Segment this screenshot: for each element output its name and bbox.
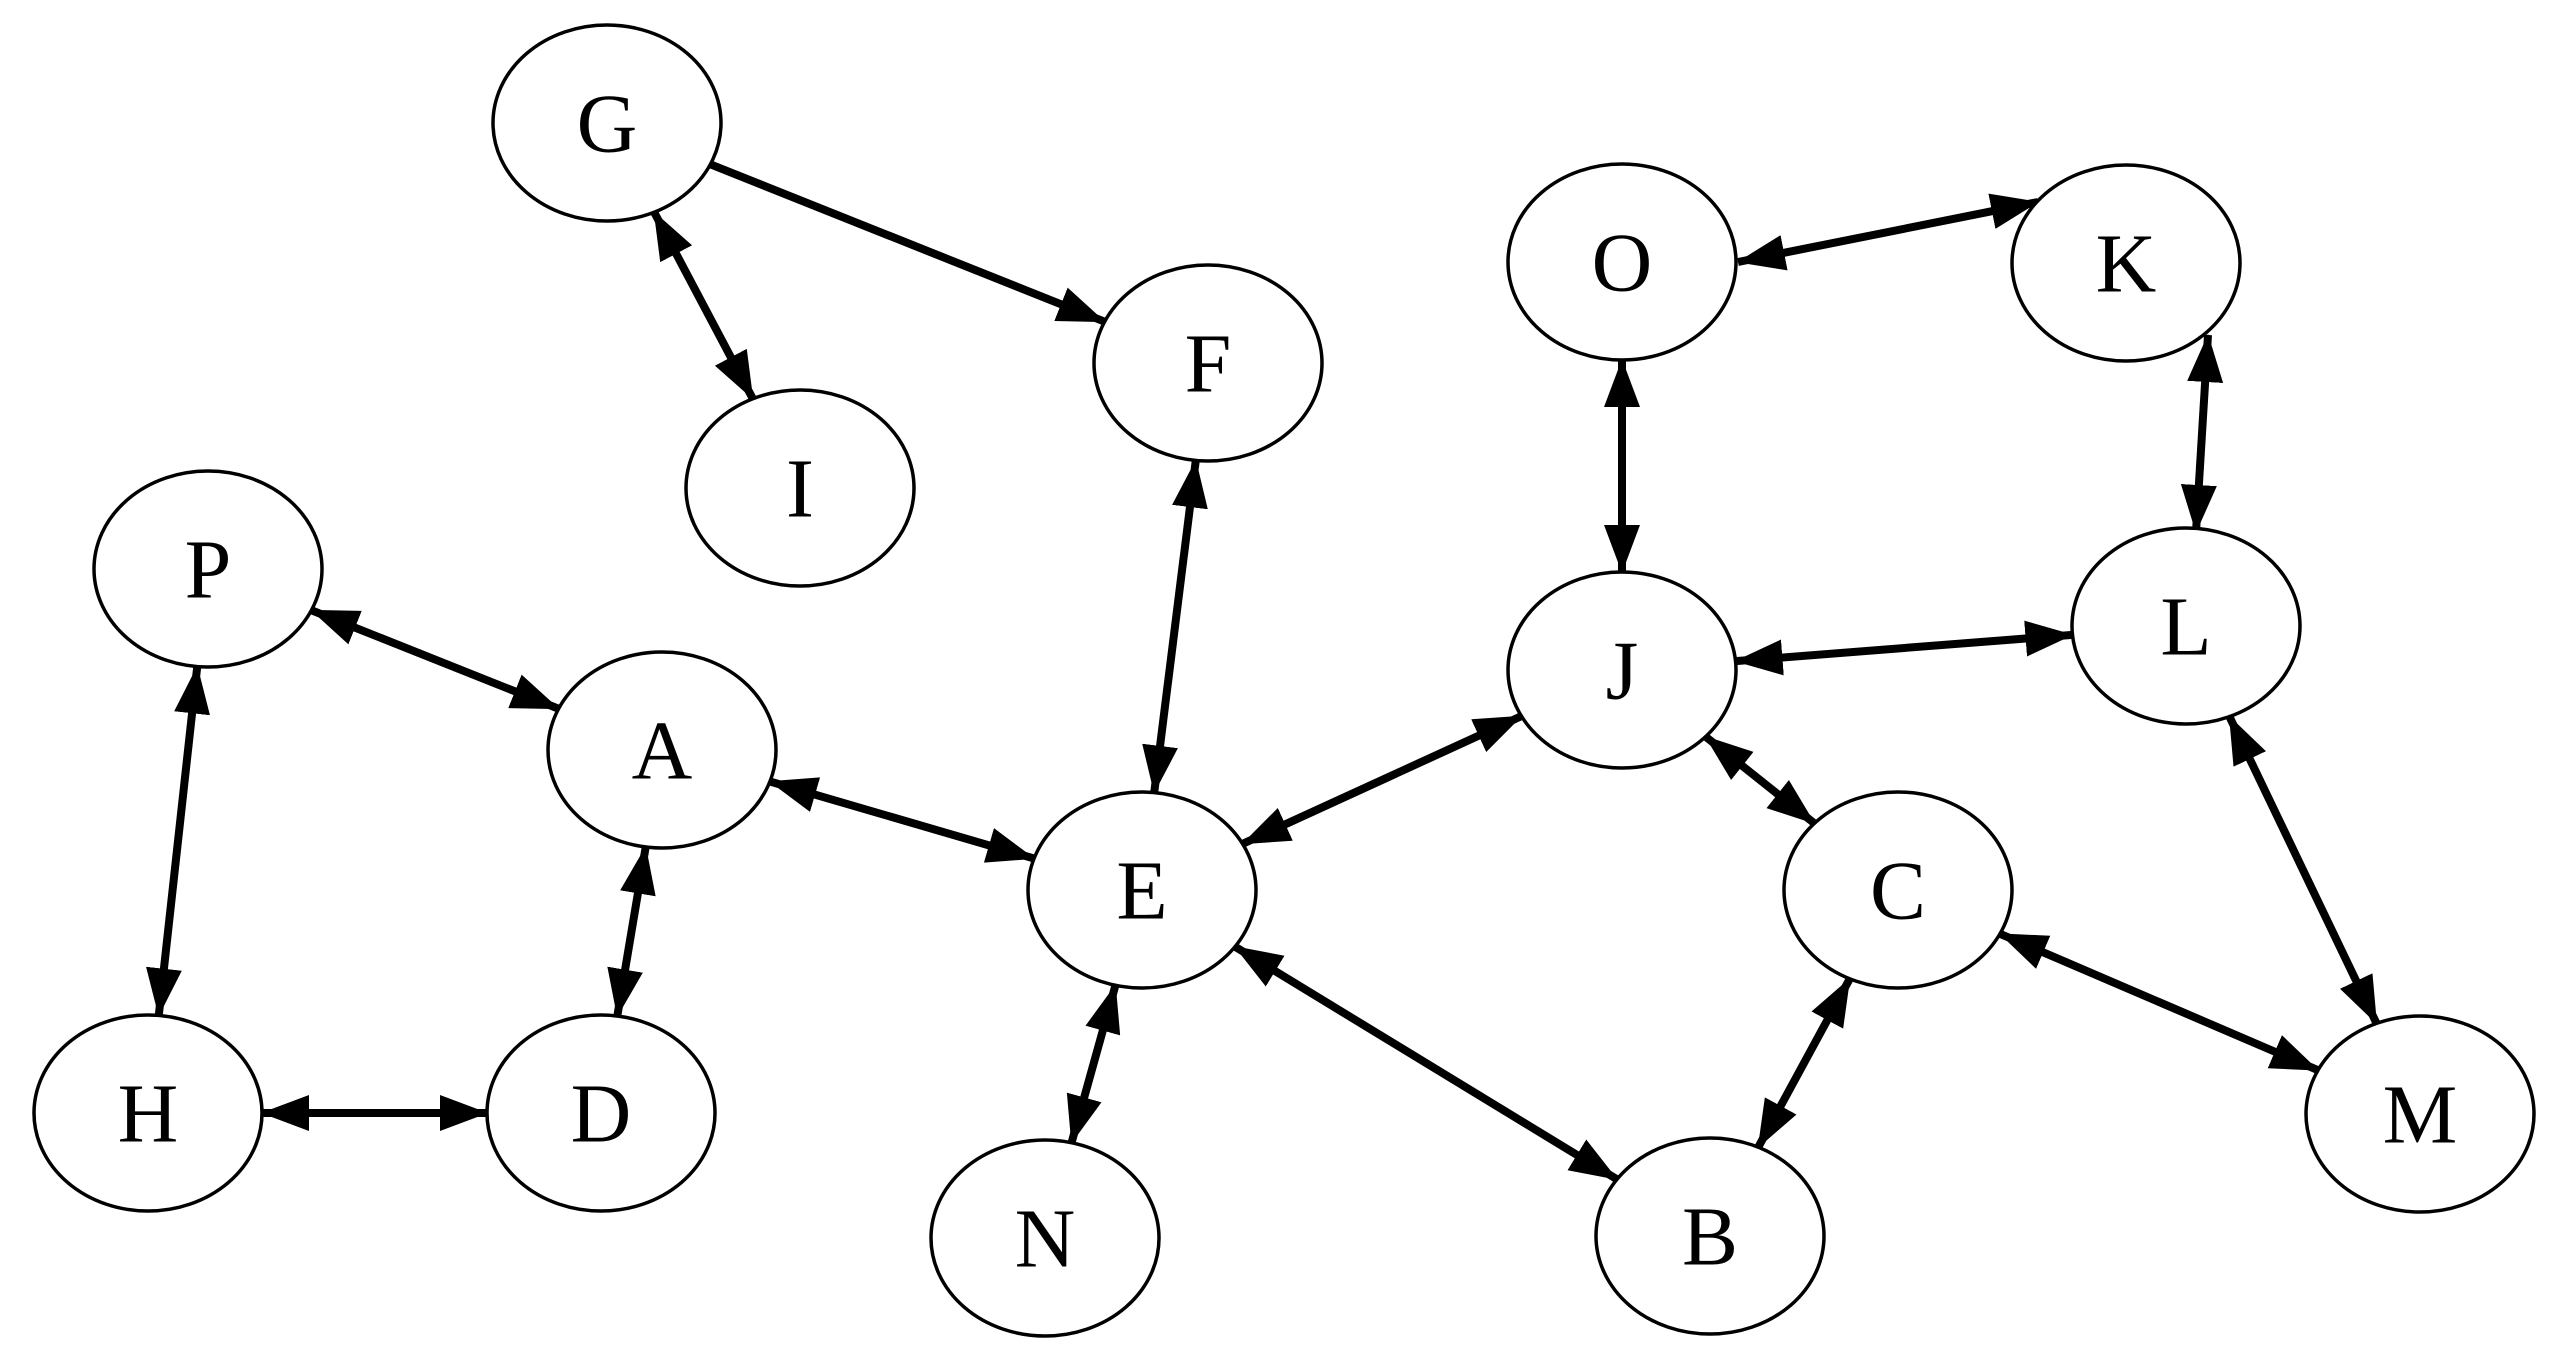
node-ellipse-D [485, 1013, 717, 1213]
edge-L-M [2225, 714, 2381, 1026]
node-ellipse-F [1092, 263, 1324, 463]
node-ellipse-C [1782, 790, 2014, 990]
node-ellipse-O [1506, 162, 1738, 362]
edge-O-K [1737, 193, 2039, 271]
node-label-O: O [1592, 217, 1653, 310]
node-label-L: L [2160, 581, 2211, 674]
node-ellipse-G [491, 23, 723, 223]
edge-C-M [1998, 930, 2320, 1074]
node-ellipse-J [1506, 570, 1738, 770]
nodes-layer: G I F O K P A J L E C H D N B M [32, 23, 2536, 1338]
node-label-J: J [1606, 625, 1639, 718]
node-ellipse-M [2304, 1014, 2536, 1214]
node-F: F [1092, 263, 1324, 463]
node-ellipse-H [32, 1013, 264, 1213]
node-ellipse-P [92, 469, 324, 669]
node-ellipse-B [1594, 1136, 1826, 1336]
node-label-D: D [571, 1068, 632, 1161]
node-label-A: A [632, 705, 693, 798]
node-H: H [32, 1013, 264, 1213]
edge-B-C [1754, 976, 1854, 1150]
node-N: N [929, 1138, 1161, 1338]
edge-P-A [309, 606, 561, 713]
node-label-F: F [1185, 318, 1232, 411]
node-G: G [491, 23, 723, 223]
node-label-M: M [2383, 1069, 2458, 1162]
node-ellipse-N [929, 1138, 1161, 1338]
edge-G-F [708, 160, 1107, 326]
node-J: J [1506, 570, 1738, 770]
node-E: E [1026, 790, 1258, 990]
node-A: A [546, 650, 778, 850]
node-label-I: I [786, 443, 814, 536]
node-label-B: B [1682, 1191, 1738, 1284]
edge-C-J [1703, 733, 1817, 827]
node-label-E: E [1116, 845, 1167, 938]
edge-J-L [1734, 620, 2074, 676]
node-P: P [92, 469, 324, 669]
node-K: K [2010, 163, 2242, 363]
edge-E-J [1240, 712, 1524, 848]
node-O: O [1506, 162, 1738, 362]
node-B: B [1594, 1136, 1826, 1336]
node-ellipse-L [2070, 526, 2302, 726]
edge-D-A [607, 846, 656, 1017]
node-label-G: G [577, 78, 638, 171]
node-D: D [485, 1013, 717, 1213]
node-I: I [684, 388, 916, 588]
node-label-C: C [1870, 845, 1926, 938]
edge-P-H [146, 665, 210, 1017]
node-label-H: H [118, 1068, 179, 1161]
edge-F-E [1142, 459, 1208, 794]
node-ellipse-E [1026, 790, 1258, 990]
node-label-P: P [185, 524, 232, 617]
edge-E-N [1066, 984, 1121, 1144]
node-L: L [2070, 526, 2302, 726]
edge-E-B [1232, 943, 1620, 1183]
node-M: M [2304, 1014, 2536, 1214]
node-label-K: K [2096, 218, 2157, 311]
node-label-N: N [1015, 1193, 1076, 1286]
node-ellipse-K [2010, 163, 2242, 363]
edge-G-I [650, 210, 757, 401]
node-ellipse-A [546, 650, 778, 850]
edge-A-E [768, 777, 1036, 863]
node-ellipse-I [684, 388, 916, 588]
edges-layer [146, 160, 2381, 1183]
edge-K-L [2180, 334, 2224, 533]
node-C: C [1782, 790, 2014, 990]
